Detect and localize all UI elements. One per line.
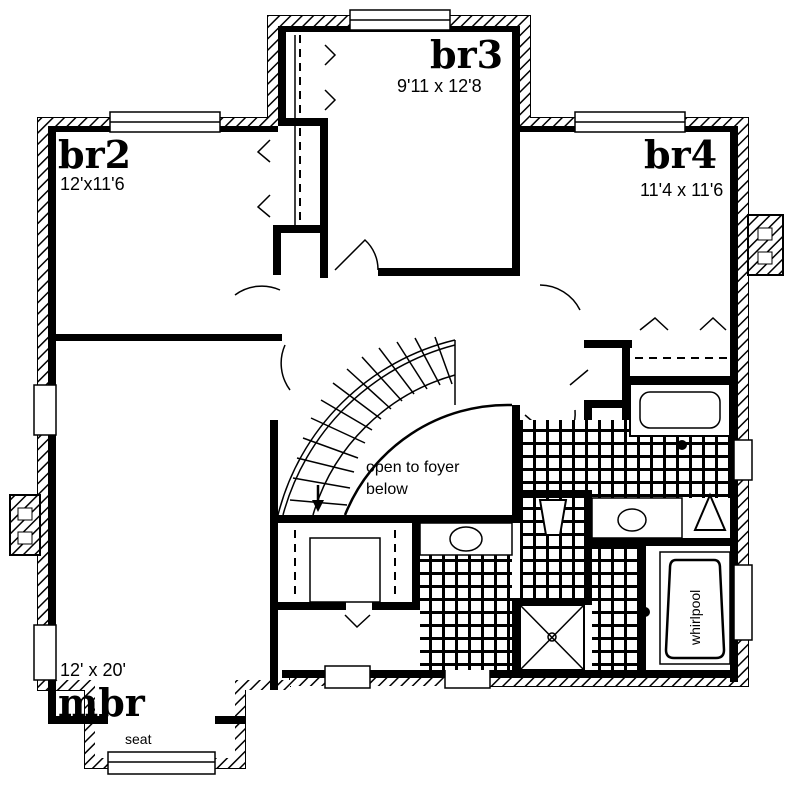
bath-tile-floor: [420, 420, 730, 670]
foyer-label-line1: open to foyer: [366, 459, 460, 476]
br2-dimensions: 12'x11'6: [60, 174, 125, 194]
seat-label: seat: [125, 731, 152, 747]
br3-name: br3: [430, 32, 503, 77]
windows: [33, 9, 753, 775]
foyer-label-line2: below: [366, 481, 408, 498]
room-labels: br2 12'x11'6 br3 9'11 x 12'8 br4 11'4 x …: [58, 32, 723, 747]
br4-name: br4: [644, 132, 717, 177]
br4-dimensions: 11'4 x 11'6: [640, 180, 723, 200]
chimneys: [9, 214, 784, 556]
whirlpool-label: whirlpool: [687, 590, 703, 646]
br2-name: br2: [58, 132, 131, 177]
bath-fixtures: [419, 383, 731, 671]
closets: [256, 35, 728, 629]
mbr-name: mbr: [58, 680, 146, 725]
mbr-dimensions: 12' x 20': [60, 660, 126, 680]
br3-dimensions: 9'11 x 12'8: [397, 76, 482, 96]
curved-staircase: [277, 336, 513, 516]
